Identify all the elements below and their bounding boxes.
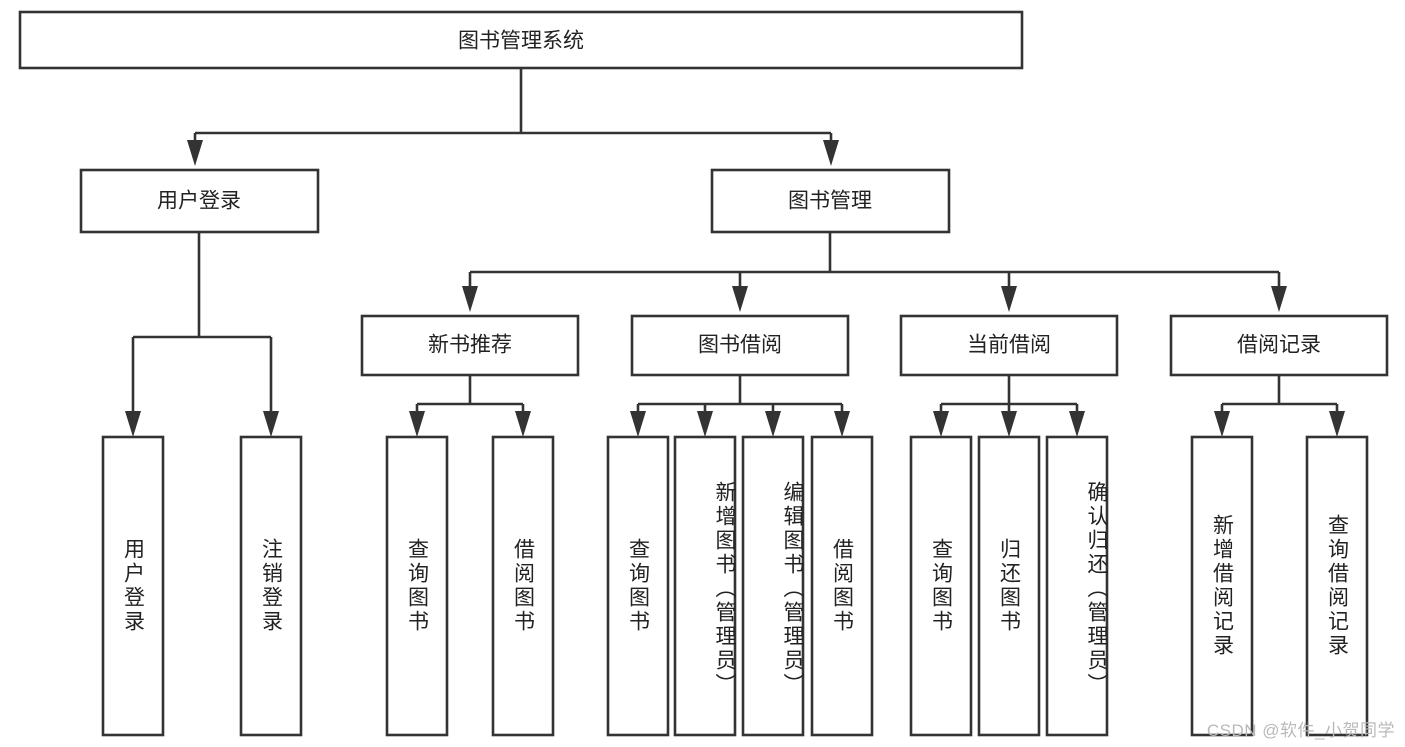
arrow-head-icon bbox=[515, 411, 531, 437]
root-label: 图书管理系统 bbox=[458, 30, 584, 53]
arrow-head-icon bbox=[1069, 411, 1085, 437]
arrow-head-icon bbox=[1271, 286, 1287, 312]
arrow-head-icon bbox=[697, 411, 713, 437]
connector-root-to-level1 bbox=[187, 68, 839, 166]
leaf-box-user-login-1[interactable] bbox=[239, 435, 303, 737]
connector-currentborrow-to-leaves bbox=[933, 375, 1085, 437]
arrow-head-icon bbox=[1001, 411, 1017, 437]
arrow-head-icon bbox=[732, 286, 748, 312]
node-current-borrow[interactable]: 当前借阅 bbox=[899, 314, 1119, 377]
arrow-head-icon bbox=[834, 411, 850, 437]
arrow-head-icon bbox=[1329, 411, 1345, 437]
arrow-head-icon bbox=[1214, 411, 1230, 437]
level2-box-2 bbox=[899, 314, 1119, 377]
arrow-head-icon bbox=[765, 411, 781, 437]
level2-label-1: 图书借阅 bbox=[698, 334, 782, 357]
level2-label-3: 借阅记录 bbox=[1237, 334, 1321, 357]
leaf-box-borrow-record-1[interactable] bbox=[1305, 435, 1369, 737]
arrow-head-icon bbox=[409, 411, 425, 437]
connector-bookmgmt-to-level2 bbox=[462, 232, 1287, 312]
leaf-box-book-borrow-2[interactable] bbox=[741, 435, 805, 737]
arrow-head-icon bbox=[823, 140, 839, 166]
node-borrow-record[interactable]: 借阅记录 bbox=[1169, 314, 1389, 377]
connector-bookborrow-to-leaves bbox=[630, 375, 850, 437]
level2-box-0 bbox=[360, 314, 580, 377]
node-user-login[interactable]: 用户登录 bbox=[79, 168, 320, 234]
arrow-head-icon bbox=[630, 411, 646, 437]
connector-newbook-to-leaves bbox=[409, 375, 531, 437]
arrow-head-icon bbox=[125, 411, 141, 437]
leaf-box-borrow-record-0[interactable] bbox=[1190, 435, 1254, 737]
leaf-box-new-book-0[interactable] bbox=[385, 435, 449, 737]
leaf-box-current-borrow-2[interactable] bbox=[1045, 435, 1109, 737]
arrow-head-icon bbox=[933, 411, 949, 437]
node-root[interactable]: 图书管理系统 bbox=[18, 10, 1024, 70]
leaf-box-current-borrow-0[interactable] bbox=[909, 435, 973, 737]
arrow-head-icon bbox=[462, 286, 478, 312]
level1-label-0: 用户登录 bbox=[157, 190, 241, 213]
leaf-box-book-borrow-3[interactable] bbox=[810, 435, 874, 737]
arrow-head-icon bbox=[1001, 286, 1017, 312]
arrow-head-icon bbox=[187, 140, 203, 166]
root-box bbox=[18, 10, 1024, 70]
level2-label-2: 当前借阅 bbox=[967, 334, 1051, 357]
connector-borrowrecord-to-leaves bbox=[1214, 375, 1345, 437]
leaf-box-book-borrow-1[interactable] bbox=[673, 435, 737, 737]
leaf-box-user-login-0[interactable] bbox=[101, 435, 165, 737]
node-new-book-recommend[interactable]: 新书推荐 bbox=[360, 314, 580, 377]
node-book-management[interactable]: 图书管理 bbox=[710, 168, 951, 234]
level2-label-0: 新书推荐 bbox=[428, 334, 512, 357]
level1-label-1: 图书管理 bbox=[788, 190, 872, 213]
connector-userlogin-to-leaves bbox=[125, 232, 279, 437]
leaf-box-book-borrow-0[interactable] bbox=[606, 435, 670, 737]
watermark-text: CSDN @软件_小贺同学 bbox=[1206, 721, 1395, 740]
leaf-box-new-book-1[interactable] bbox=[491, 435, 555, 737]
arrow-head-icon bbox=[263, 411, 279, 437]
leaf-box-current-borrow-1[interactable] bbox=[977, 435, 1041, 737]
level1-box-0 bbox=[79, 168, 320, 234]
node-book-borrow[interactable]: 图书借阅 bbox=[630, 314, 850, 377]
